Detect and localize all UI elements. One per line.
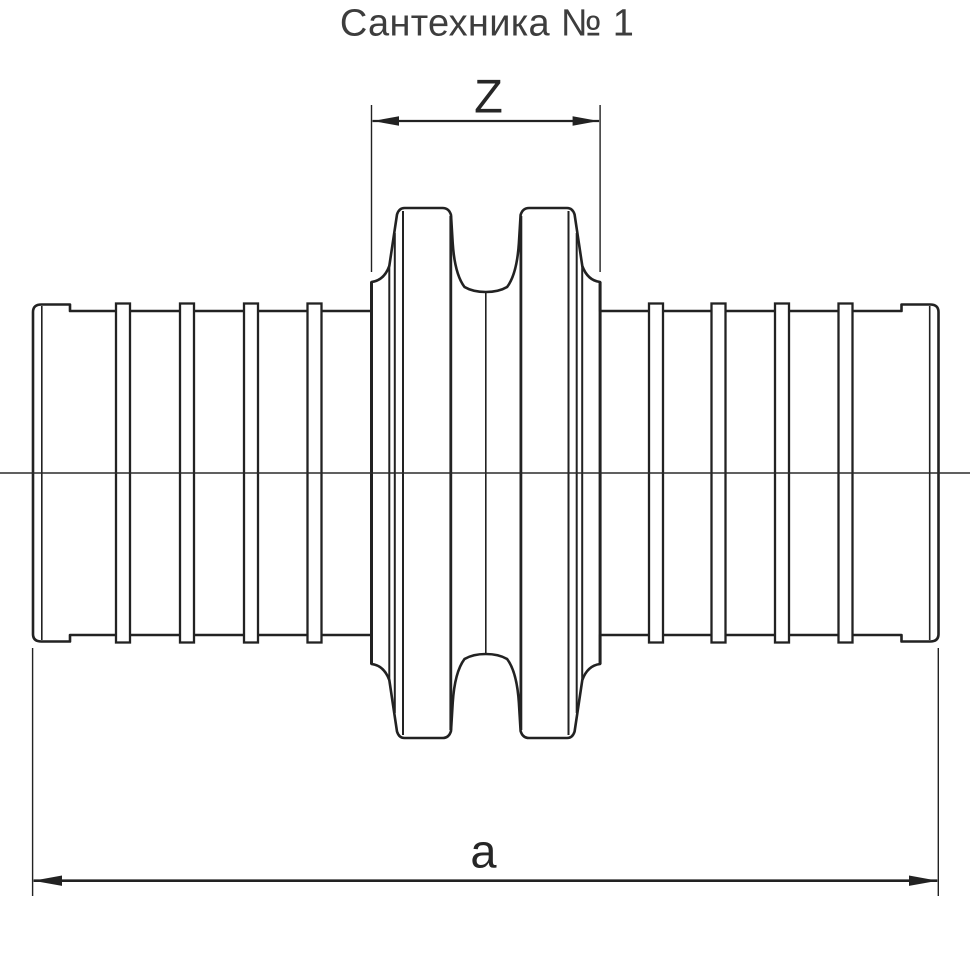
dimension-z-label: Z	[474, 70, 503, 123]
arrow-left-icon	[373, 116, 399, 126]
arrow-right-icon	[572, 116, 599, 126]
page-title: Сантехника № 1	[340, 3, 634, 45]
arrow-right-icon	[909, 875, 938, 886]
dimension-a	[31, 648, 939, 896]
arrow-left-icon	[33, 875, 62, 886]
dimension-a-label: a	[470, 825, 497, 878]
dimension-z	[370, 105, 601, 272]
